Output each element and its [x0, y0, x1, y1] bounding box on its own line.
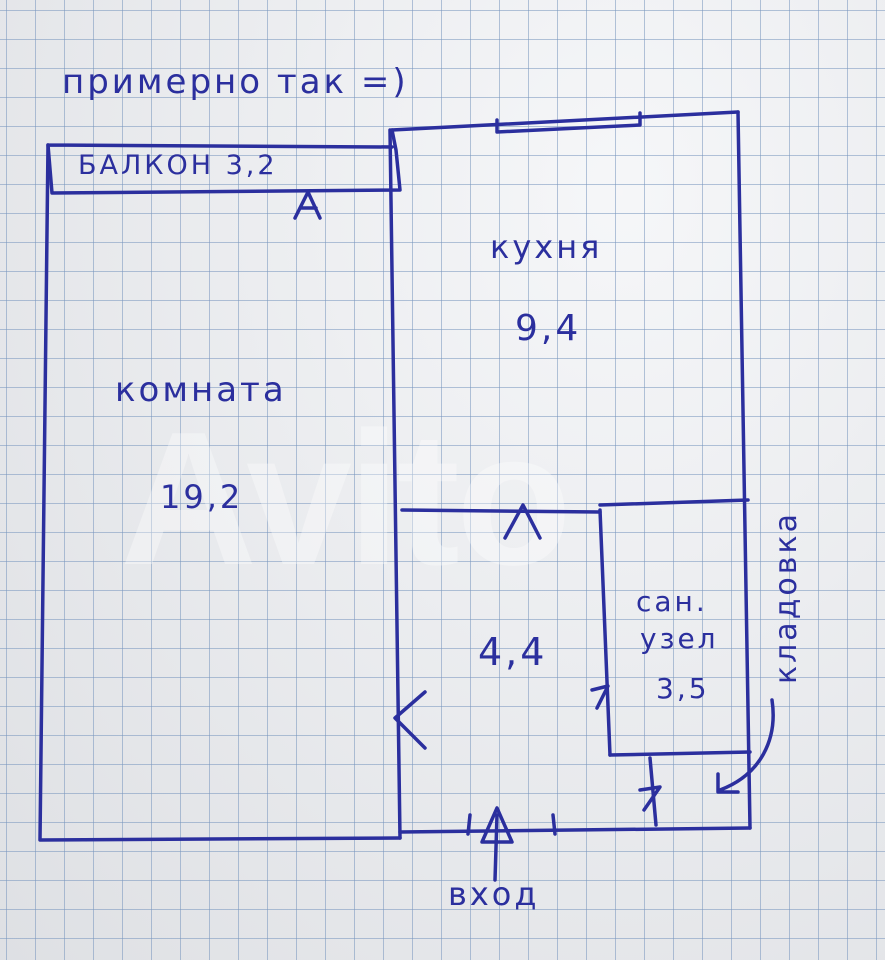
storage-pointer-arrow — [716, 698, 775, 794]
room-area: 19,2 — [160, 478, 244, 516]
balcony-name: БАЛКОН — [78, 150, 215, 181]
entrance-ticks — [466, 813, 557, 836]
kitchen-window — [495, 111, 642, 134]
bathroom-left-wall — [598, 508, 612, 757]
bathroom-area: 3,5 — [656, 672, 710, 705]
door-room — [393, 690, 427, 750]
door-storage — [638, 785, 662, 812]
kitchen-name: кухня — [490, 228, 603, 266]
entrance-arrow — [480, 806, 514, 882]
balcony-outline — [46, 128, 402, 195]
balcony-area: 3,2 — [225, 150, 278, 181]
kitchen-bottom-wall — [400, 498, 750, 514]
kitchen-area: 9,4 — [515, 308, 582, 349]
door-kitchen — [503, 503, 542, 540]
room-name: комната — [115, 370, 287, 410]
caption-text: примерно так =) — [62, 62, 409, 102]
storage-name: кладовка — [768, 511, 804, 684]
right-wall — [736, 110, 752, 830]
bathroom-name-line2: узел — [640, 622, 719, 655]
storage-divider — [648, 756, 658, 827]
center-wall — [388, 128, 402, 840]
top-wall — [390, 110, 740, 132]
balcony-label: БАЛКОН 3,2 — [78, 150, 278, 181]
door-balcony — [293, 190, 322, 220]
outer-left-wall — [38, 143, 402, 842]
bathroom-name-line1: сан. — [636, 585, 708, 618]
bottom-wall — [398, 826, 752, 834]
hall-area: 4,4 — [478, 630, 548, 674]
bathroom-bottom-wall — [608, 750, 752, 757]
door-bathroom — [590, 684, 610, 710]
watermark: Avito — [120, 393, 572, 605]
entrance-label: вход — [448, 875, 540, 913]
